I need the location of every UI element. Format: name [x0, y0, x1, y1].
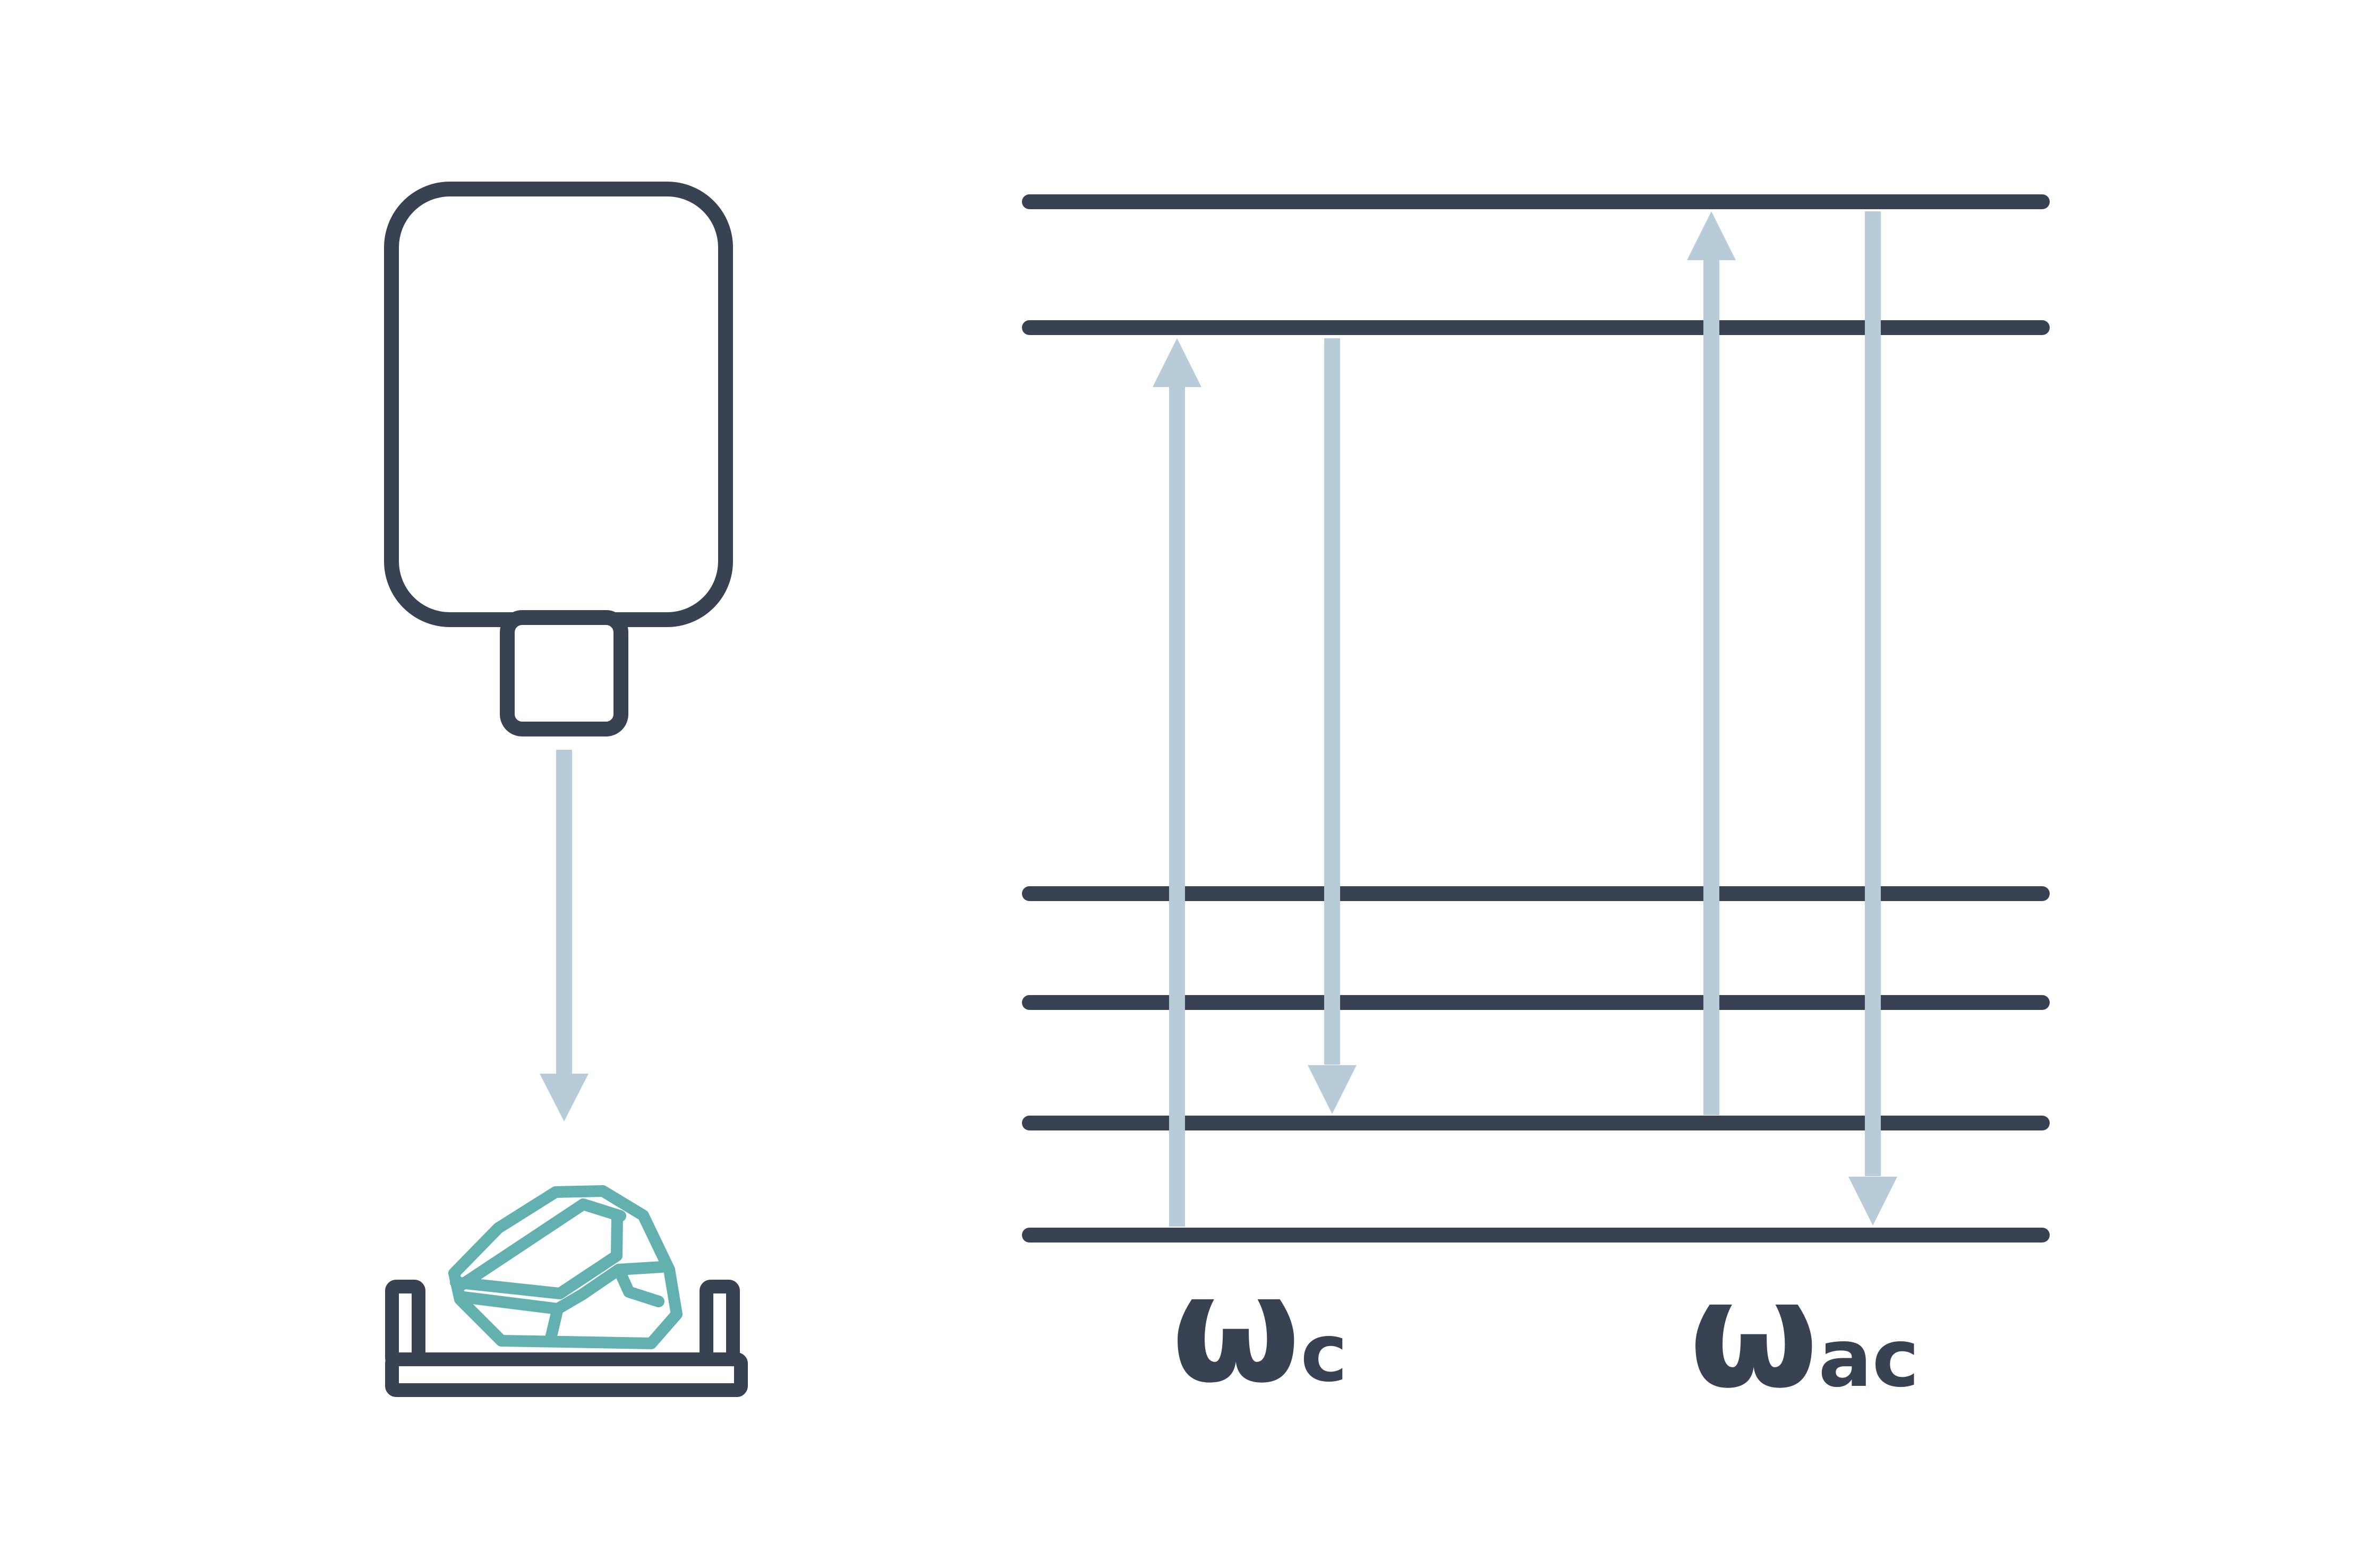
- arrow-emit-ac: [1848, 211, 1897, 1226]
- label-omega-ac: ωac: [1689, 1248, 1920, 1421]
- arrow-emit-c: [1308, 338, 1357, 1114]
- crystal-sample-icon: [448, 1185, 683, 1349]
- beam-arrow-down-icon: [540, 750, 589, 1121]
- label-omega-ac-subscript: ac: [1818, 1313, 1919, 1405]
- laser-nozzle: [500, 610, 628, 736]
- laser-source-icon: [384, 182, 733, 736]
- arrow-excite-c: [1153, 338, 1201, 1227]
- transition-arrows: [1153, 211, 1897, 1227]
- label-omega-c-symbol: ω: [1171, 1243, 1300, 1416]
- label-omega-c-subscript: c: [1300, 1307, 1348, 1400]
- label-omega-c: ωc: [1171, 1243, 1348, 1416]
- arrow-excite-ac: [1687, 211, 1736, 1115]
- label-omega-ac-symbol: ω: [1689, 1248, 1818, 1421]
- laser-housing: [384, 182, 733, 627]
- sample-holder-icon: [385, 1280, 748, 1397]
